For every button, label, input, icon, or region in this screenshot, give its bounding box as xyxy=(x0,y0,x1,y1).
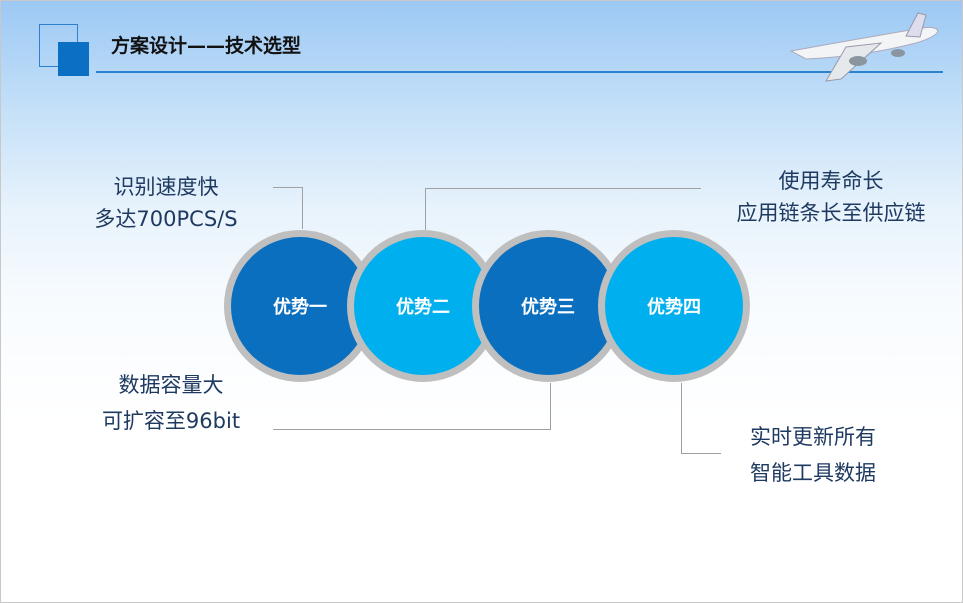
callout-line-1 xyxy=(302,187,303,229)
callout-text-1: 识别速度快 多达700PCS/S xyxy=(71,171,261,235)
circle-label: 优势三 xyxy=(521,297,575,318)
callout-line-4 xyxy=(681,453,721,454)
callout-line-3 xyxy=(273,429,551,430)
callout-line-2 xyxy=(425,188,426,230)
callout-line-4 xyxy=(681,383,682,453)
title-decor-square-filled xyxy=(58,42,89,76)
circle-label: 优势一 xyxy=(273,297,327,318)
circle-label: 优势四 xyxy=(647,297,701,318)
callout-line: 可扩容至96bit xyxy=(101,409,241,433)
advantage-circle-4: 优势四 xyxy=(598,230,750,382)
title-underline xyxy=(96,71,943,73)
page-title: 方案设计——技术选型 xyxy=(111,35,302,57)
callout-line: 实时更新所有 xyxy=(750,425,876,449)
callout-line: 识别速度快 xyxy=(113,175,219,199)
callout-line: 应用链条长至供应链 xyxy=(736,201,926,225)
callout-line-2 xyxy=(425,188,701,189)
callout-text-2: 使用寿命长 应用链条长至供应链 xyxy=(701,165,961,229)
callout-line-1 xyxy=(273,187,303,188)
callout-line-3 xyxy=(550,383,551,429)
callout-line: 使用寿命长 xyxy=(778,169,884,193)
callout-text-4: 实时更新所有 智能工具数据 xyxy=(723,419,903,491)
callout-line: 智能工具数据 xyxy=(750,461,876,485)
callout-line: 数据容量大 xyxy=(118,373,224,397)
callout-line: 多达700PCS/S xyxy=(94,207,238,231)
callout-text-3: 数据容量大 可扩容至96bit xyxy=(76,367,266,439)
airplane-icon xyxy=(789,12,939,82)
circle-label: 优势二 xyxy=(396,297,450,318)
